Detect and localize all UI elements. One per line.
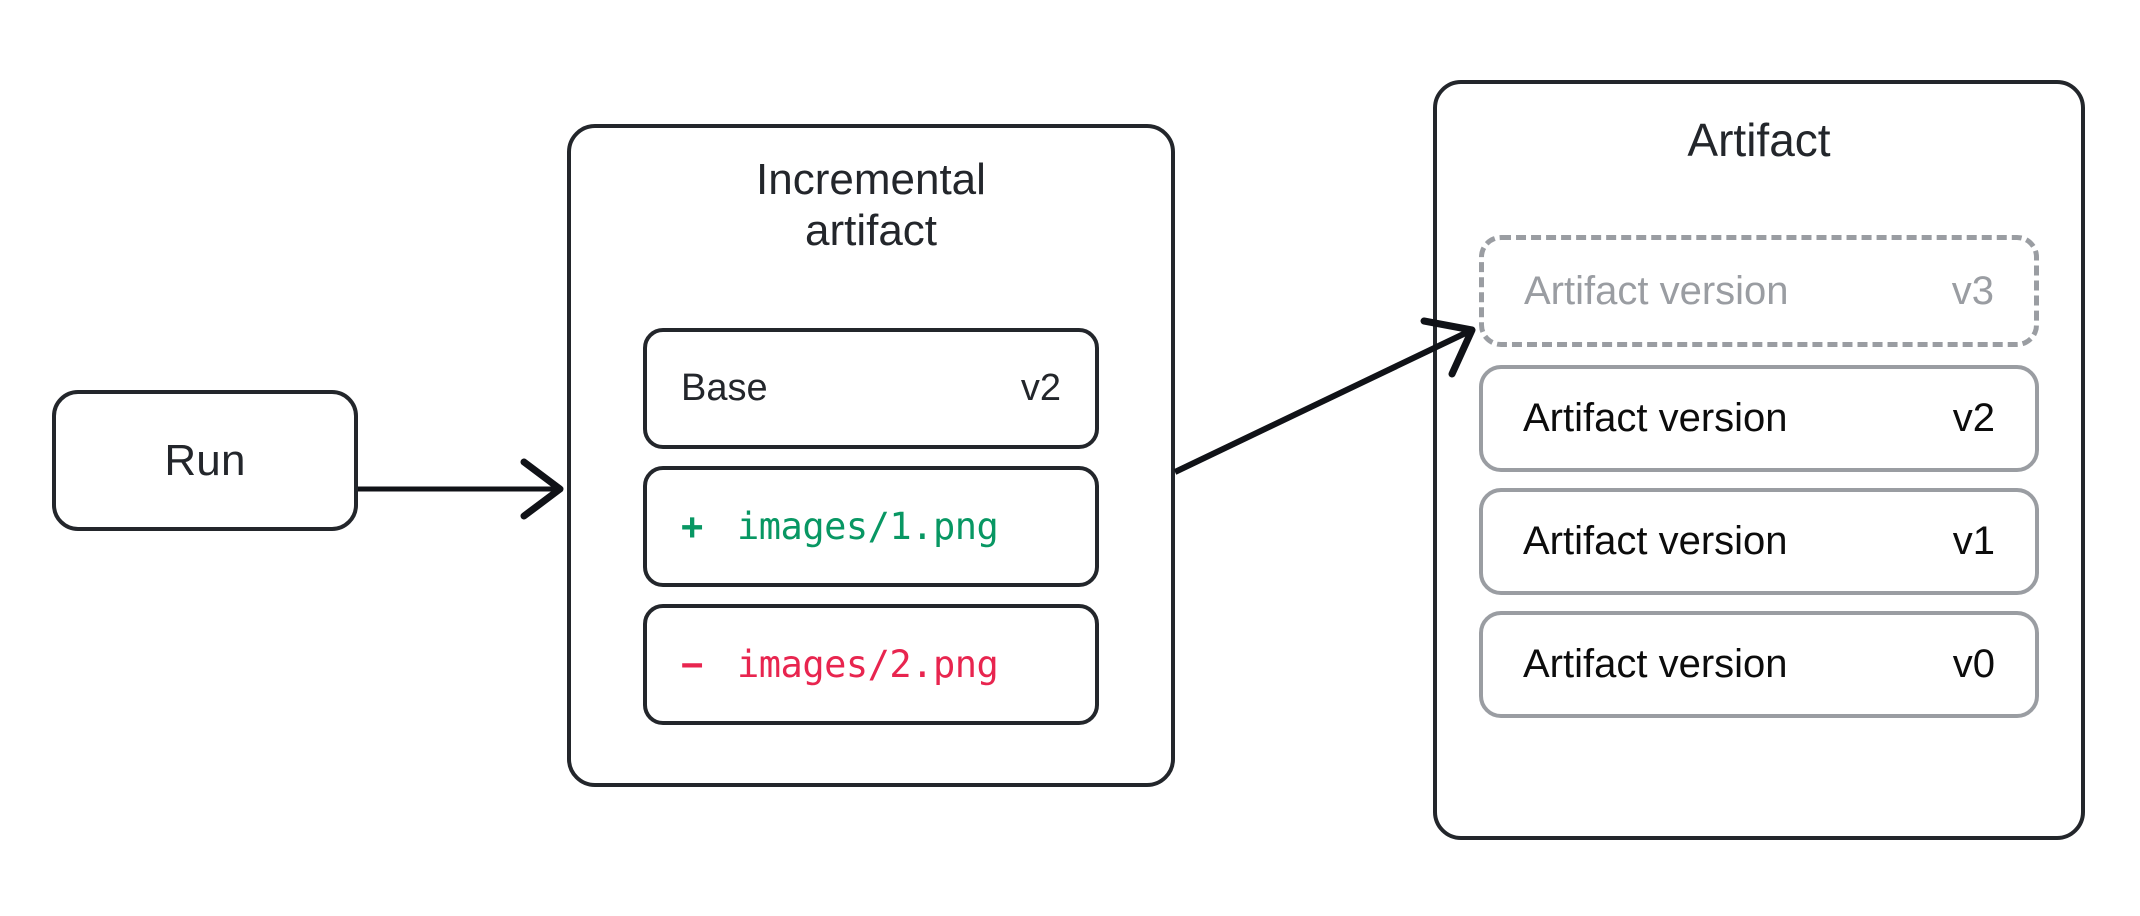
incremental-artifact-node[interactable]: Incremental artifact Base v2 + images/1.… <box>567 124 1175 787</box>
artifact-version-label-v3: Artifact version <box>1524 268 1789 313</box>
incremental-row-removed[interactable]: − images/2.png <box>643 604 1099 725</box>
arrow-incremental-to-artifact-version <box>1173 317 1476 475</box>
artifact-version-value-v2: v2 <box>1952 396 1995 440</box>
artifact-version-label-v2: Artifact version <box>1523 396 1788 440</box>
artifact-version-stack: Artifact version v3 Artifact version v2 … <box>1479 235 2039 718</box>
artifact-node[interactable]: Artifact Artifact version v3 Artifact ve… <box>1433 80 2085 840</box>
artifact-version-value-v1: v1 <box>1952 519 1995 563</box>
incremental-row-added[interactable]: + images/1.png <box>643 466 1099 587</box>
incremental-row-base[interactable]: Base v2 <box>643 328 1099 449</box>
artifact-version-row-v1[interactable]: Artifact version v1 <box>1479 488 2039 595</box>
incremental-artifact-title: Incremental artifact <box>756 155 986 256</box>
added-file-path: images/1.png <box>737 505 999 548</box>
run-label: Run <box>164 435 246 485</box>
incremental-row-stack: Base v2 + images/1.png − images/2.png <box>643 328 1099 725</box>
artifact-version-row-v2[interactable]: Artifact version v2 <box>1479 365 2039 472</box>
artifact-version-row-v3[interactable]: Artifact version v3 <box>1479 235 2039 347</box>
artifact-version-value-v0: v0 <box>1952 642 1995 686</box>
arrow-run-to-incremental <box>358 458 564 520</box>
base-row-version: v2 <box>1020 367 1061 409</box>
minus-icon: − <box>681 643 703 686</box>
base-row-label: Base <box>681 367 768 409</box>
artifact-version-label-v0: Artifact version <box>1523 642 1788 686</box>
artifact-version-label-v1: Artifact version <box>1523 519 1788 563</box>
plus-icon: + <box>681 505 703 548</box>
run-node[interactable]: Run <box>52 390 358 531</box>
artifact-version-value-v3: v3 <box>1951 268 1994 313</box>
removed-file-path: images/2.png <box>737 643 999 686</box>
artifact-title: Artifact <box>1687 114 1831 166</box>
artifact-version-row-v0[interactable]: Artifact version v0 <box>1479 611 2039 718</box>
